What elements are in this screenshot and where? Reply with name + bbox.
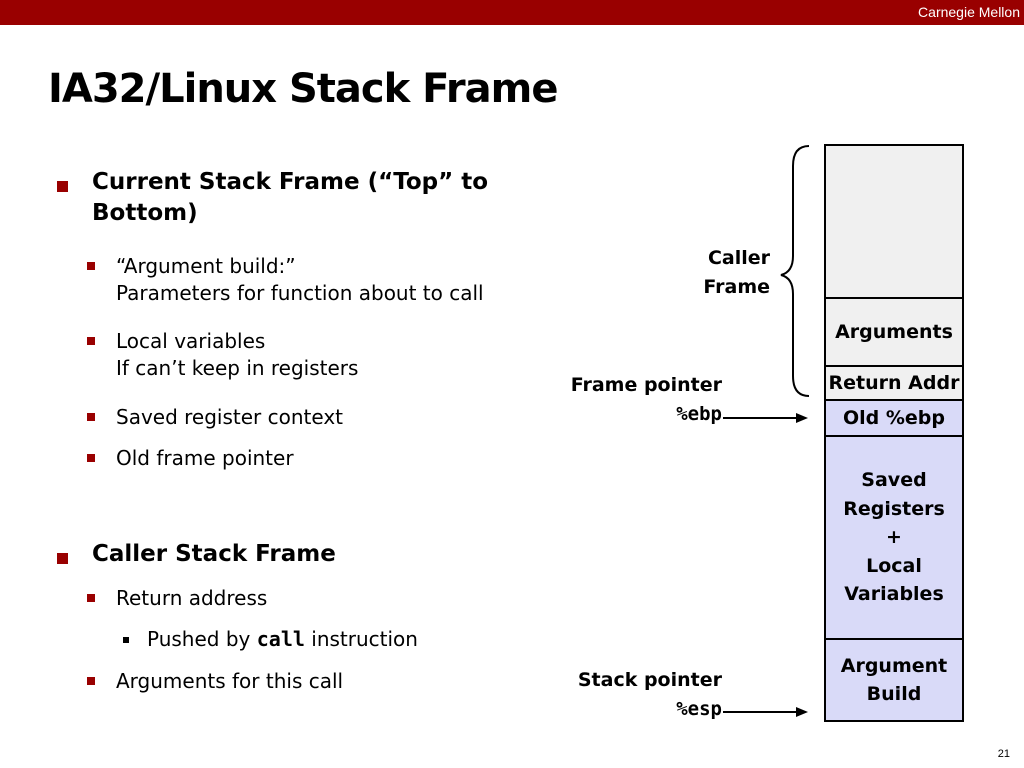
list-item-line2: Parameters for function about to call xyxy=(116,281,484,305)
list-item-text: instruction xyxy=(304,627,418,651)
list-item-line2: If can’t keep in registers xyxy=(116,356,359,380)
saved-line5: Variables xyxy=(844,583,944,606)
argument-build-cell: Argument Build xyxy=(824,638,964,722)
argument-build-cell-label: Argument Build xyxy=(826,652,962,709)
old-ebp-cell: Old %ebp xyxy=(824,399,964,437)
return-addr-cell: Return Addr xyxy=(824,365,964,401)
stack-pointer-text: Stack pointer xyxy=(577,669,722,691)
saved-line3: + xyxy=(886,526,902,549)
page-number: 21 xyxy=(997,748,1010,760)
sub-bullet-marker xyxy=(87,677,95,685)
code-call: call xyxy=(256,627,305,651)
list-item-arguments-call: Arguments for this call xyxy=(116,668,576,695)
list-item-line1: “Argument build:” xyxy=(116,254,296,278)
sub-sub-bullet-marker xyxy=(123,637,129,643)
list-item-pushed-by-call: Pushed by call instruction xyxy=(147,626,607,653)
caller-frame-upper-cell xyxy=(824,144,964,299)
sub-bullet-marker xyxy=(87,262,95,270)
caller-frame-label: Caller Frame xyxy=(640,244,770,301)
current-frame-heading-line2: Bottom) xyxy=(92,200,198,227)
ebp-register: %ebp xyxy=(676,402,722,425)
caller-frame-heading: Caller Stack Frame xyxy=(92,541,336,567)
list-item-return-address: Return address xyxy=(116,585,576,612)
list-item-line1: Local variables xyxy=(116,329,266,353)
current-frame-heading-line1: Current Stack Frame (“Top” to xyxy=(92,169,489,195)
esp-register: %esp xyxy=(676,697,722,720)
saved-line1: Saved xyxy=(861,469,927,492)
arguments-cell: Arguments xyxy=(824,297,964,367)
brand-label: Carnegie Mellon xyxy=(918,4,1020,20)
list-item-line1: Arguments for this call xyxy=(116,669,344,693)
old-ebp-cell-label: Old %ebp xyxy=(842,406,945,429)
list-item-line1: Return address xyxy=(116,586,268,610)
bullet-marker xyxy=(57,181,68,192)
list-item-old-frame-pointer: Old frame pointer xyxy=(116,445,576,472)
stack-pointer-label: Stack pointer %esp xyxy=(540,666,722,723)
sub-bullet-marker xyxy=(87,454,95,462)
return-addr-cell-label: Return Addr xyxy=(828,371,960,394)
saved-line2: Registers xyxy=(843,497,945,520)
slide-title: IA32/Linux Stack Frame xyxy=(48,66,558,112)
saved-registers-cell-label: Saved Registers + Local Variables xyxy=(826,466,962,609)
frame-pointer-text: Frame pointer xyxy=(570,374,722,396)
arguments-cell-label: Arguments xyxy=(835,320,953,343)
list-item-text: Pushed by xyxy=(147,627,257,651)
list-item-saved-register: Saved register context xyxy=(116,404,576,431)
list-item-argument-build: “Argument build:” Parameters for functio… xyxy=(116,253,576,307)
bullet-marker xyxy=(57,553,68,564)
frame-pointer-label: Frame pointer %ebp xyxy=(540,371,722,428)
list-item-line1: Saved register context xyxy=(116,405,344,429)
saved-registers-cell: Saved Registers + Local Variables xyxy=(824,435,964,640)
sub-bullet-marker xyxy=(87,413,95,421)
list-item-line1: Old frame pointer xyxy=(116,446,294,470)
top-bar: Carnegie Mellon xyxy=(0,0,1024,25)
sub-bullet-marker xyxy=(87,594,95,602)
bullet-list: Current Stack Frame (“Top” to Bottom) “A… xyxy=(57,167,552,693)
frame-pointer-arrowhead xyxy=(796,413,808,423)
caller-frame-brace xyxy=(780,145,810,397)
argbuild-line2: Build xyxy=(866,683,922,705)
current-frame-heading: Current Stack Frame (“Top” to Bottom) xyxy=(92,167,552,229)
argbuild-line1: Argument xyxy=(840,654,948,677)
caller-frame-line1: Caller xyxy=(707,247,770,269)
saved-line4: Local xyxy=(866,554,922,577)
list-item-local-variables: Local variables If can’t keep in registe… xyxy=(116,328,576,382)
stack-pointer-arrowhead xyxy=(796,707,808,717)
sub-bullet-marker xyxy=(87,337,95,345)
caller-frame-line2: Frame xyxy=(703,275,770,298)
